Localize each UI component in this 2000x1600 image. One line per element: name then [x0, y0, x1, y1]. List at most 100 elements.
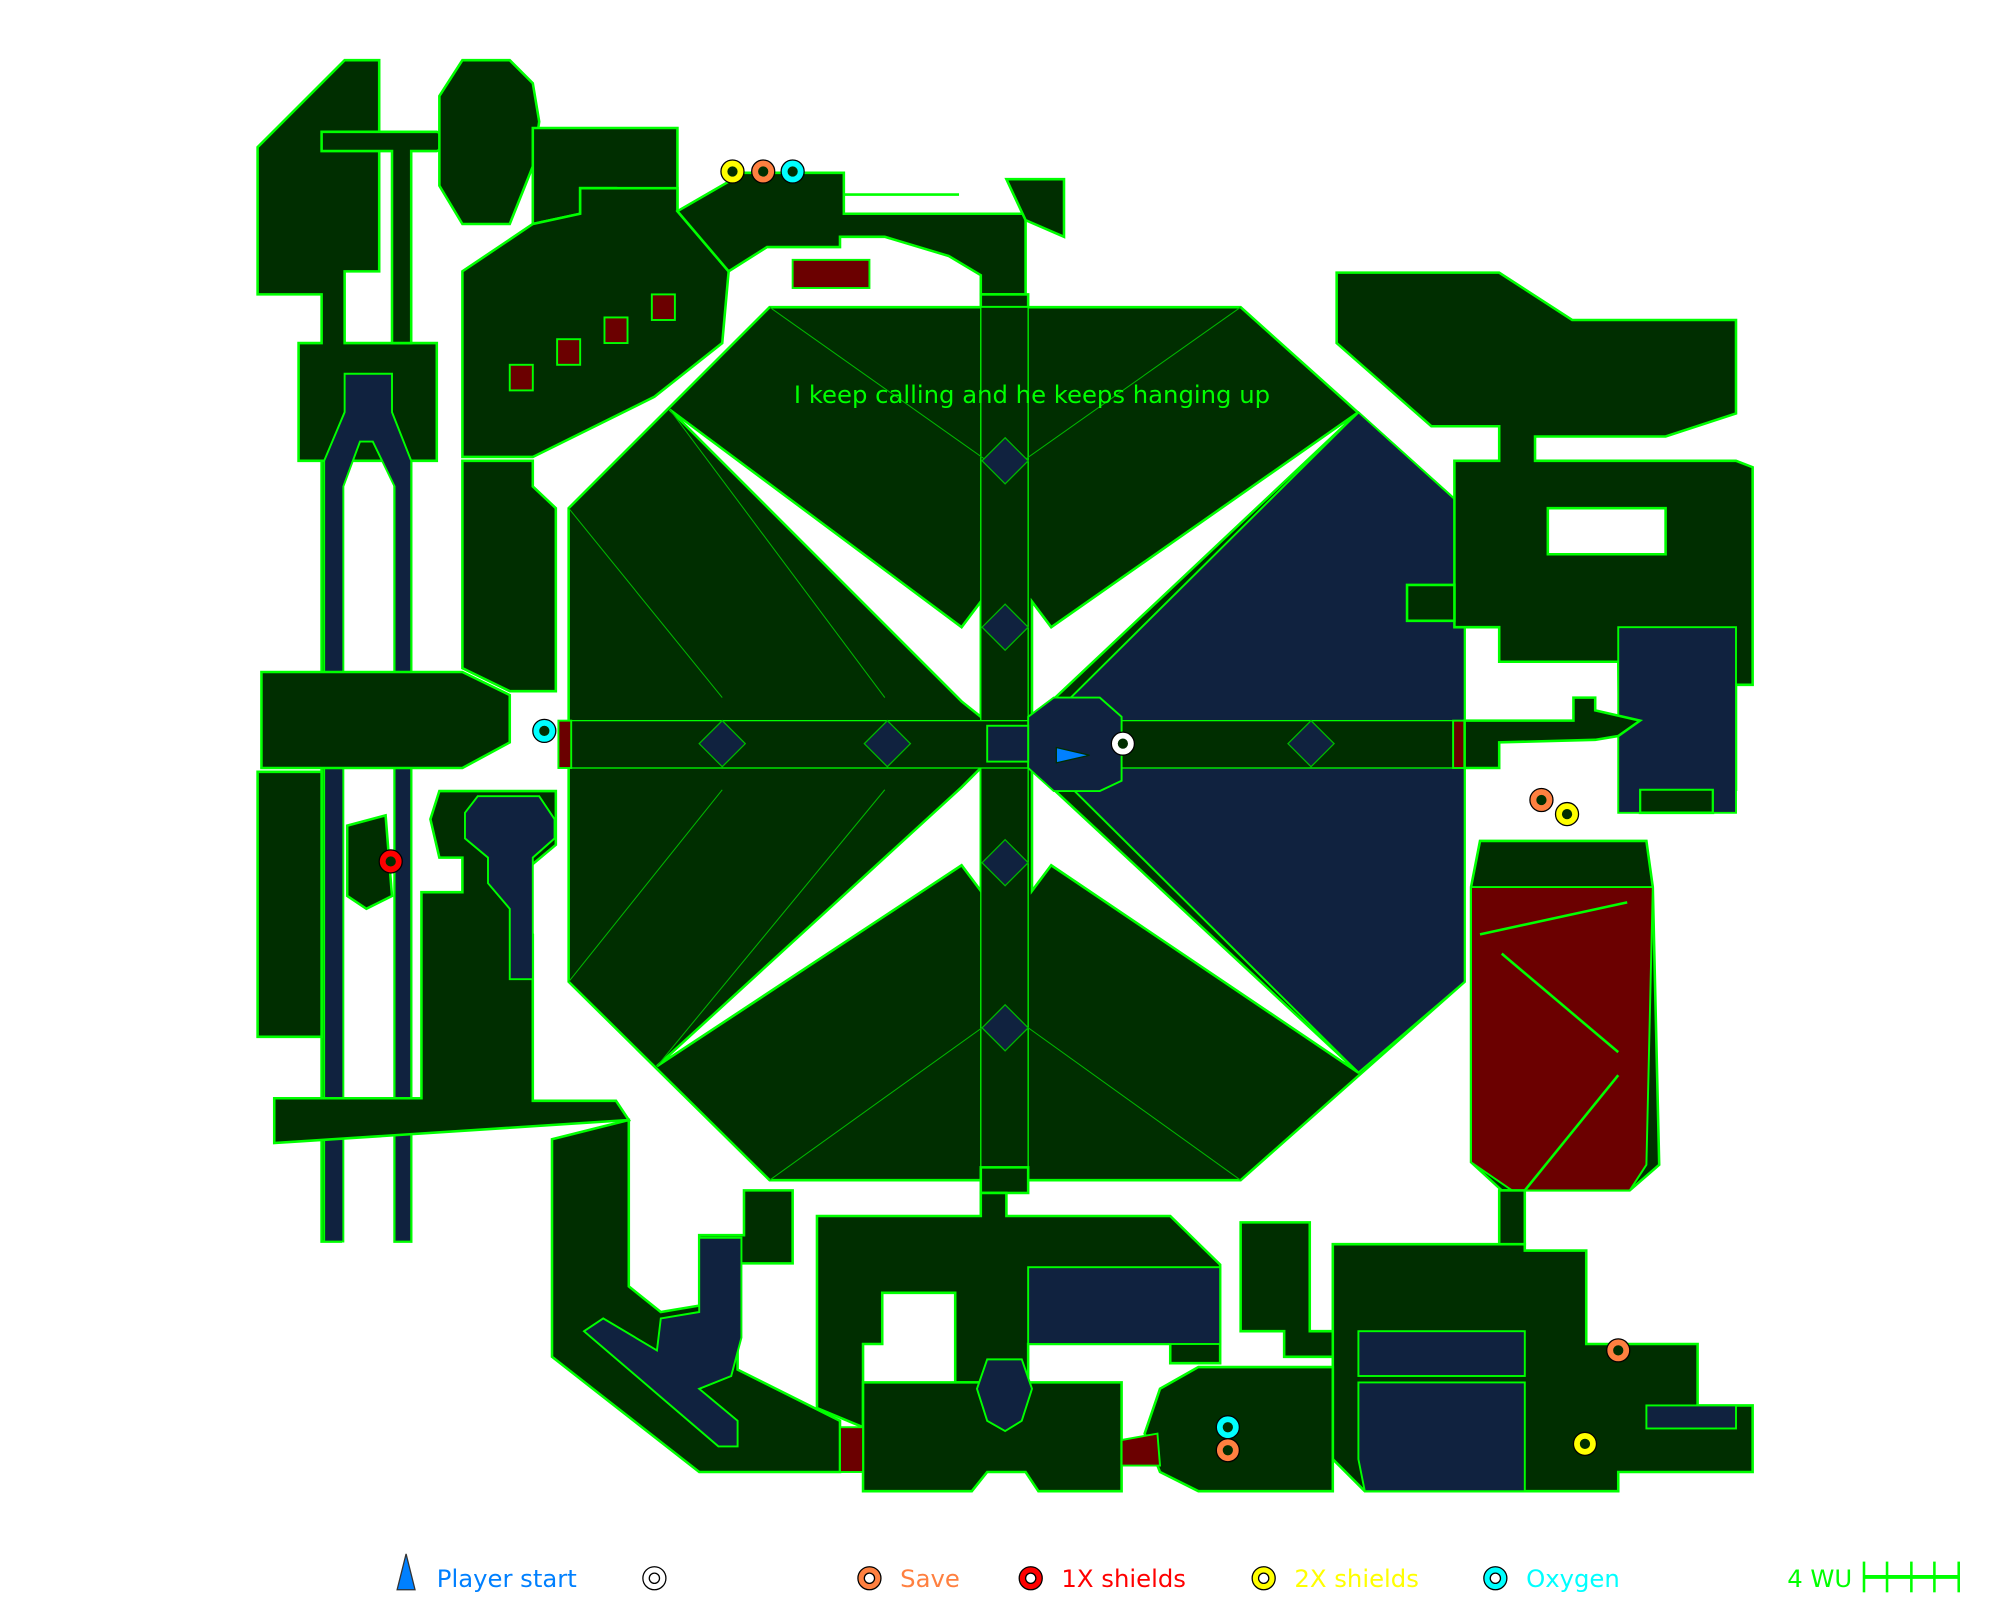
map-line	[656, 789, 886, 1067]
map-region	[758, 166, 769, 177]
marker-save	[751, 159, 776, 184]
map-region	[461, 459, 558, 693]
map-region	[1027, 696, 1123, 792]
map-line	[669, 409, 886, 698]
map-region	[539, 725, 550, 736]
map-region	[975, 1358, 1034, 1433]
map-region	[1613, 1345, 1624, 1356]
map-region	[582, 1236, 743, 1448]
map-line	[1500, 952, 1620, 1054]
map-region	[1257, 1572, 1270, 1584]
map-region	[1546, 506, 1667, 556]
map-line	[1479, 901, 1628, 936]
map-region	[1470, 886, 1654, 1192]
marker-save	[1529, 787, 1554, 813]
map-region	[508, 363, 534, 392]
map-region	[698, 436, 1335, 1052]
legend-oxygen: Oxygen	[1526, 1564, 1620, 1593]
map-region	[981, 838, 1030, 887]
map-region	[1489, 1572, 1502, 1584]
map-region	[256, 58, 439, 1243]
map-region	[1030, 764, 1360, 1074]
map-region	[650, 293, 676, 321]
map-region	[1579, 1438, 1591, 1449]
marker-save	[1606, 1338, 1631, 1363]
map-region	[986, 724, 1030, 763]
map-line	[568, 507, 723, 698]
map-region	[861, 1381, 1123, 1493]
map-region	[648, 1572, 661, 1584]
map-region	[787, 166, 798, 177]
marker-oxygen	[1215, 1415, 1240, 1440]
map-region	[698, 719, 747, 768]
map-region	[603, 316, 629, 344]
legend-scale: 4 WU	[1787, 1564, 1852, 1593]
map-region	[345, 813, 394, 911]
1x-shields-legend-icon	[1018, 1566, 1043, 1591]
oxygen-legend-icon	[1483, 1566, 1508, 1591]
marker-2x-shields	[1554, 801, 1580, 827]
map-line	[1004, 306, 1241, 475]
marker-1x-shields	[378, 849, 403, 874]
map-region	[1027, 1266, 1222, 1345]
map-region	[256, 770, 323, 1039]
marker-2x-shields	[1572, 1431, 1598, 1456]
map-region	[675, 171, 1027, 296]
player-start-legend-icon	[396, 1553, 416, 1591]
map-region	[1222, 1445, 1233, 1456]
map-region	[839, 1426, 865, 1473]
save-legend-icon	[857, 1566, 882, 1591]
map-region	[727, 166, 738, 177]
map-region	[1645, 1404, 1737, 1430]
map-region	[1536, 794, 1547, 806]
map-region	[556, 338, 582, 366]
map-region	[464, 795, 556, 981]
south-wing	[815, 1189, 1754, 1493]
map-region	[550, 1118, 842, 1474]
marker-oxygen	[532, 718, 557, 744]
marker-other	[1110, 731, 1136, 756]
other-legend-icon	[642, 1566, 667, 1591]
map-region	[981, 436, 1030, 485]
map-markers	[378, 159, 1631, 1463]
map-region	[981, 1003, 1030, 1052]
map-region	[863, 719, 912, 768]
map-region	[981, 603, 1030, 652]
map-region	[557, 719, 573, 769]
map-region	[1357, 1330, 1526, 1377]
west-wing	[256, 58, 842, 1474]
map-region	[1617, 626, 1737, 814]
map-region	[1287, 719, 1335, 768]
map-region	[272, 789, 632, 1145]
scale-bar-icon	[1862, 1561, 1960, 1593]
map-region	[1024, 1572, 1037, 1584]
map-line	[1004, 1010, 1241, 1181]
legend-1x-shields: 1X shields	[1061, 1564, 1186, 1593]
map-line	[769, 1010, 1006, 1181]
map-region	[1463, 696, 1644, 770]
map-region	[979, 1166, 1030, 1195]
2x-shields-legend-icon	[1251, 1566, 1276, 1591]
map-region	[1561, 808, 1573, 820]
map-region	[791, 258, 871, 289]
central-octagon	[557, 305, 1467, 1195]
map-region	[1497, 1189, 1527, 1246]
map-annotation: I keep calling and he keeps hanging up	[794, 380, 1270, 409]
map-region	[863, 1572, 876, 1584]
legend-save: Save	[900, 1564, 960, 1593]
map-region	[1117, 738, 1128, 749]
legend-player-start: Player start	[437, 1564, 577, 1593]
map-line	[769, 306, 1006, 475]
marker-save	[1215, 1438, 1240, 1463]
map-line	[568, 789, 723, 983]
marker-2x-shields	[720, 159, 745, 184]
map-region	[438, 58, 541, 226]
north-corridor	[675, 171, 1066, 322]
map-region	[1030, 411, 1360, 720]
map-region	[260, 670, 512, 770]
east-wing	[1335, 271, 1754, 1192]
player-start-icon	[1055, 746, 1090, 764]
map-region	[1357, 1381, 1526, 1493]
map-region	[1120, 1432, 1162, 1467]
